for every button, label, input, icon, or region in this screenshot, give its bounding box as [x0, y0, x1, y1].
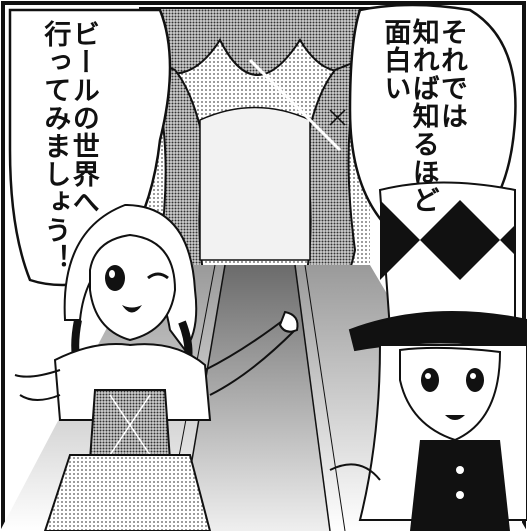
speech-line: それでは [436, 18, 468, 130]
right-girl-figure [329, 181, 527, 531]
speech-line: ビールの世界へ [67, 20, 99, 216]
speech-text-right: それでは 知れば知るほど 面白い [379, 18, 468, 214]
speech-text-left: ビールの世界へ 行ってみましょう！ [39, 20, 99, 272]
speech-line: 行ってみましょう！ [39, 20, 71, 272]
left-girl-figure [14, 203, 299, 531]
speech-line: 面白い [379, 18, 411, 102]
speech-line: 知れば知るほど [407, 18, 439, 214]
